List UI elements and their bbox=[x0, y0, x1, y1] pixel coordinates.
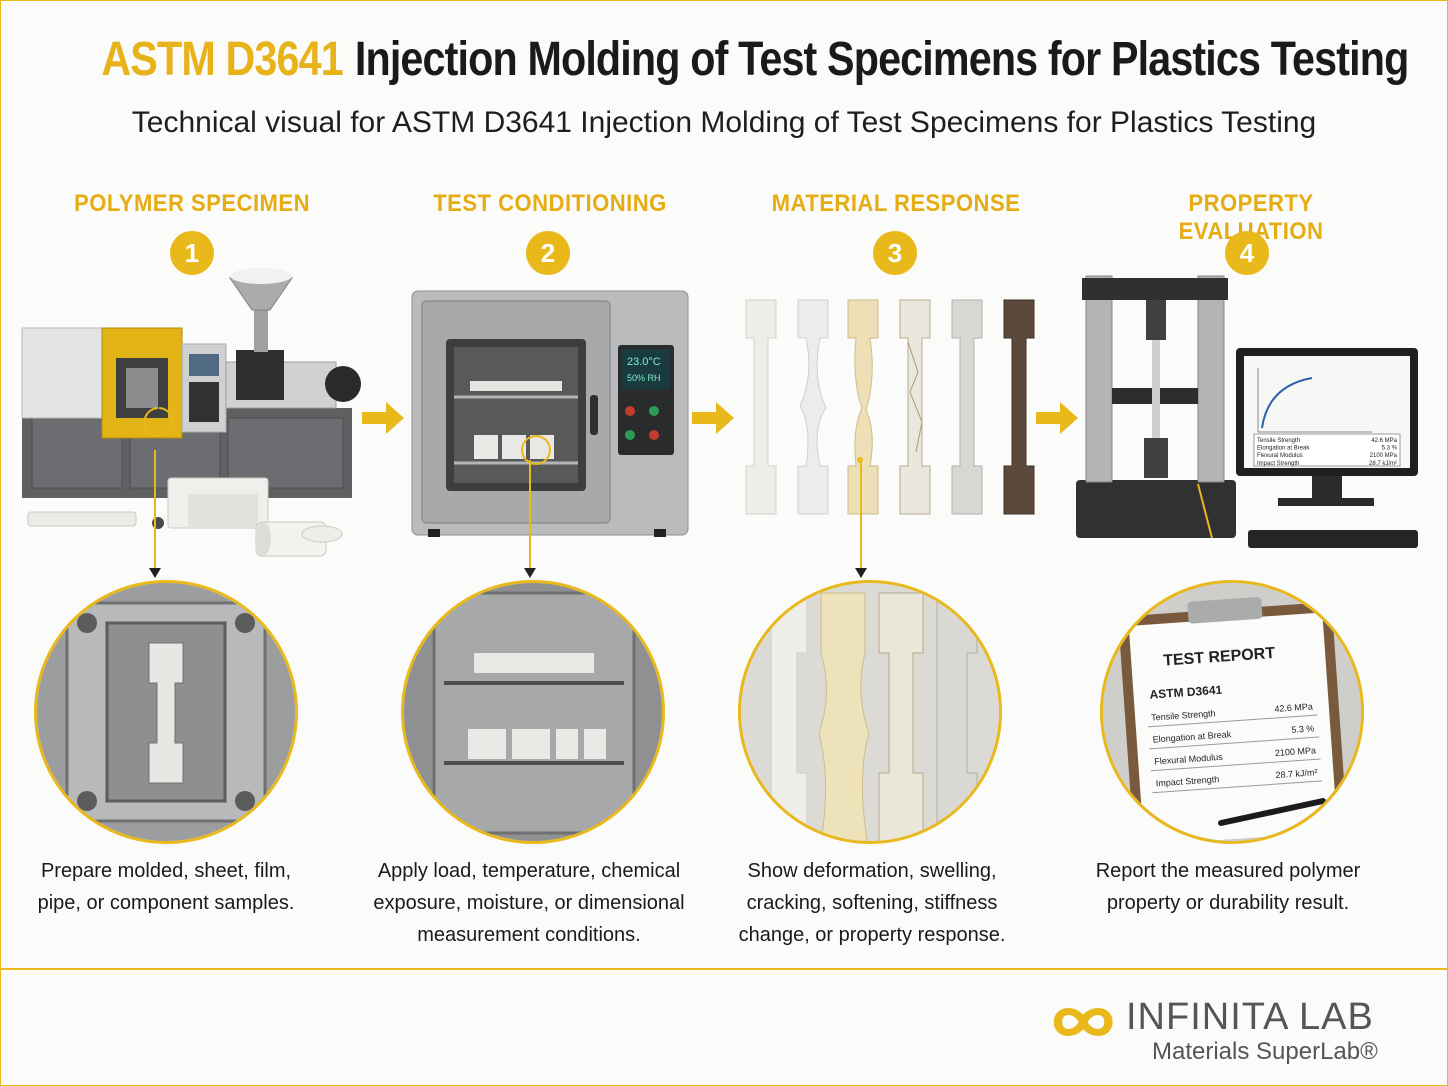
step-1-badge: 1 bbox=[170, 231, 214, 275]
step-2-badge: 2 bbox=[526, 231, 570, 275]
monitor-result-property: Tensile Strength bbox=[1257, 438, 1300, 444]
title-standard-code: ASTM D3641 bbox=[101, 33, 343, 86]
conditioning-chamber-illustration: 23.0°C 50% RH bbox=[411, 290, 689, 537]
report-row-divider bbox=[1152, 780, 1323, 794]
description-line: pipe, or component samples. bbox=[37, 892, 295, 914]
logo-name: INFINITA LAB bbox=[1126, 996, 1374, 1038]
description-line: measurement conditions. bbox=[417, 924, 641, 946]
report-row-property: Impact Strength bbox=[1155, 774, 1219, 788]
company-logo: INFINITA LAB Materials SuperLab® bbox=[1040, 992, 1420, 1072]
monitor-result-value: 5.3 % bbox=[1382, 446, 1398, 452]
arrow-right-icon bbox=[692, 402, 734, 434]
step-4-badge: 4 bbox=[1225, 231, 1269, 275]
title-text: Injection Molding of Test Specimens for … bbox=[354, 33, 1409, 86]
step-3-description: Show deformation, swelling, cracking, so… bbox=[712, 855, 1032, 951]
report-row-divider bbox=[1150, 758, 1321, 772]
logo-tagline: Materials SuperLab® bbox=[1152, 1038, 1378, 1065]
report-row-property: Flexural Modulus bbox=[1154, 752, 1224, 767]
description-line: Apply load, temperature, chemical bbox=[377, 860, 681, 882]
step-2-description: Apply load, temperature, chemical exposu… bbox=[369, 855, 689, 951]
infinity-logo-icon bbox=[1053, 1008, 1113, 1036]
arrow-right-icon bbox=[1036, 402, 1078, 434]
report-row-value: 42.6 MPa bbox=[1274, 701, 1313, 714]
footer-divider bbox=[0, 968, 1448, 970]
step-3-badge: 3 bbox=[873, 231, 917, 275]
chamber-detail-circle bbox=[401, 580, 665, 844]
monitor-result-value: 42.6 MPa bbox=[1371, 438, 1397, 444]
report-row-value: 28.7 kJ/m² bbox=[1275, 767, 1318, 780]
callout-line-3 bbox=[855, 460, 867, 578]
page-subtitle: Technical visual for ASTM D3641 Injectio… bbox=[131, 106, 1317, 139]
report-row-property: Tensile Strength bbox=[1151, 708, 1216, 722]
monitor-result-property: Impact Strength bbox=[1257, 461, 1299, 467]
step-1-description: Prepare molded, sheet, film, pipe, or co… bbox=[6, 855, 326, 919]
report-row-value: 5.3 % bbox=[1291, 723, 1315, 735]
specimen-detail-circle bbox=[738, 580, 1002, 844]
report-row-divider bbox=[1149, 736, 1319, 750]
description-line: property or durability result. bbox=[1106, 892, 1350, 914]
tensile-specimens-illustration bbox=[745, 299, 1035, 515]
monitor-result-property: Flexural Modulus bbox=[1257, 453, 1303, 459]
chamber-temperature-readout: 23.0°C bbox=[627, 356, 661, 368]
description-line: change, or property response. bbox=[738, 924, 1006, 946]
mold-detail-circle bbox=[34, 580, 298, 844]
description-line: exposure, moisture, or dimensional bbox=[373, 892, 685, 914]
monitor-result-property: Elongation at Break bbox=[1257, 446, 1310, 452]
monitor-result-value: 2100 MPa bbox=[1370, 453, 1398, 459]
callout-line-1 bbox=[149, 450, 161, 578]
callout-line-2 bbox=[524, 460, 536, 578]
injection-molding-machine-illustration bbox=[21, 268, 361, 557]
chamber-humidity-readout: 50% RH bbox=[627, 373, 661, 383]
monitor-result-value: 28.7 kJ/m² bbox=[1369, 461, 1397, 467]
report-standard: ASTM D3641 bbox=[1149, 683, 1223, 702]
step-3-label: MATERIAL RESPONSE bbox=[771, 190, 1021, 217]
description-line: Prepare molded, sheet, film, bbox=[40, 860, 292, 882]
report-row-divider bbox=[1147, 714, 1318, 728]
step-4-description: Report the measured polymer property or … bbox=[1068, 855, 1388, 919]
step-1-label: POLYMER SPECIMEN bbox=[74, 190, 310, 217]
arrow-right-icon bbox=[362, 402, 404, 434]
description-line: cracking, softening, stiffness bbox=[746, 892, 998, 914]
report-row-value: 2100 MPa bbox=[1275, 745, 1317, 758]
step-2-label: TEST CONDITIONING bbox=[433, 190, 667, 217]
description-line: Show deformation, swelling, bbox=[747, 860, 997, 882]
description-line: Report the measured polymer bbox=[1095, 860, 1361, 882]
